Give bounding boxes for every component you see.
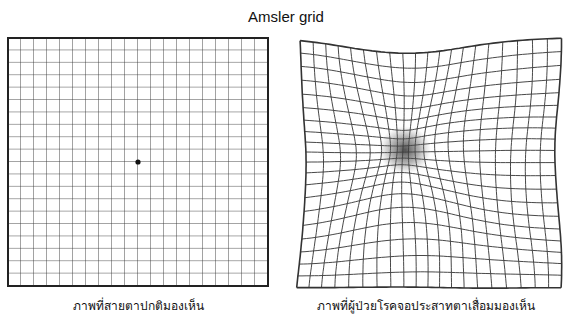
grid-line bbox=[297, 287, 561, 288]
grid-line bbox=[480, 44, 492, 288]
fixation-dot bbox=[135, 159, 140, 164]
grid-line bbox=[511, 41, 522, 288]
grid-line bbox=[435, 50, 452, 288]
grid-line bbox=[301, 239, 562, 253]
grid-line bbox=[299, 256, 561, 265]
grid-line bbox=[305, 128, 556, 139]
caption-normal: ภาพที่สายตาปกติมองเห็น bbox=[0, 296, 276, 315]
grid-line bbox=[495, 42, 506, 288]
grid-line bbox=[302, 223, 561, 242]
grid-line bbox=[298, 272, 562, 276]
grid-line bbox=[349, 48, 371, 288]
grid-line bbox=[377, 51, 391, 287]
normal-grid bbox=[8, 38, 268, 286]
grid-line bbox=[448, 48, 464, 289]
grid-line bbox=[303, 207, 560, 229]
grid-line bbox=[306, 165, 556, 176]
grid-line bbox=[555, 38, 562, 287]
grid-line bbox=[297, 41, 306, 288]
distorted-grid bbox=[297, 38, 562, 288]
grid-line bbox=[306, 158, 555, 163]
dark-spot bbox=[379, 126, 431, 174]
grid-line bbox=[303, 105, 558, 120]
grid-line bbox=[302, 79, 560, 96]
grid-line bbox=[525, 40, 535, 288]
grid-line bbox=[304, 117, 557, 130]
caption-amd: ภาพที่ผู้ป่วยโรคจอประสาทตาเสื่อมมองเห็น bbox=[280, 296, 572, 315]
grid-line bbox=[305, 182, 558, 203]
grid-line bbox=[335, 46, 357, 288]
grid-line bbox=[300, 38, 561, 53]
title: Amsler grid bbox=[0, 8, 572, 25]
grid-line bbox=[304, 194, 559, 217]
grid-line bbox=[463, 46, 477, 289]
grid-line bbox=[540, 39, 549, 288]
grid-line bbox=[322, 44, 341, 288]
